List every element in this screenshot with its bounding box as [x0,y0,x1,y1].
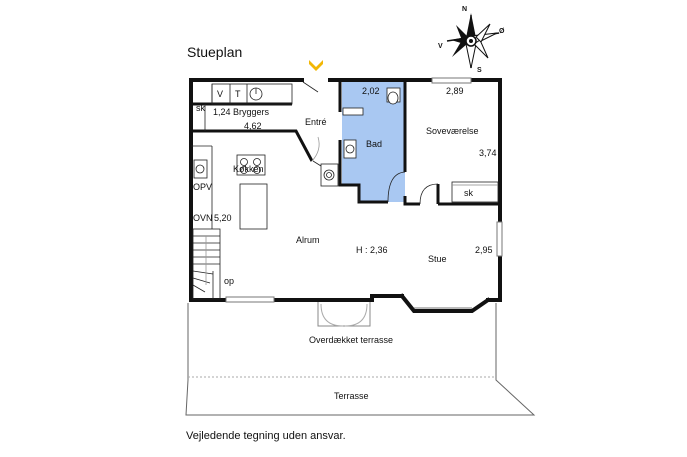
label-entre-width: 4,62 [244,121,262,131]
label-entre: Entré [305,117,327,127]
disclaimer-text: Vejledende tegning uden ansvar. [186,430,346,442]
label-bryggers-v: V [217,89,223,99]
windows [225,77,503,309]
terrace-outline [185,300,536,416]
label-bad: Bad [366,139,382,149]
label-alrum: Alrum [296,235,320,245]
staircase [192,228,221,300]
label-alrum-depth: 5,20 [214,213,232,223]
compass-rose-icon [446,13,500,69]
doors [302,81,439,205]
label-sovevaerelse-width: 2,89 [446,86,464,96]
label-bryggers-t: T [235,89,241,99]
label-kokken: Køkken [233,164,264,174]
label-opv: OPV [193,182,212,192]
label-bryggers: Bryggers [233,107,270,117]
label-bryggers-width: 1,24 [213,107,231,117]
label-sovevaerelse-depth: 3,74 [479,148,497,158]
label-bryggers-sk: sk [196,103,206,113]
label-stue-depth: 2,95 [475,245,493,255]
fixtures [191,83,499,230]
compass-v: V [438,43,443,50]
label-bad-width: 2,02 [362,86,380,96]
label-ovn: OVN [193,213,213,223]
plan-title: Stueplan [187,44,243,60]
label-stairs-op: op [224,276,234,286]
entry-arrow-icon [309,60,323,71]
label-sovevaerelse-sk: sk [464,188,474,198]
label-stue: Stue [428,254,447,264]
compass-o: Ø [499,28,505,35]
label-sovevaerelse: Soveværelse [426,126,479,136]
label-height: H : 2,36 [356,245,388,255]
compass-n: N [462,6,467,13]
compass-s: S [477,67,482,74]
exterior-walls [189,78,502,313]
label-terrasse: Terrasse [334,391,369,401]
label-overdaekket-terrasse: Overdækket terrasse [309,335,393,345]
